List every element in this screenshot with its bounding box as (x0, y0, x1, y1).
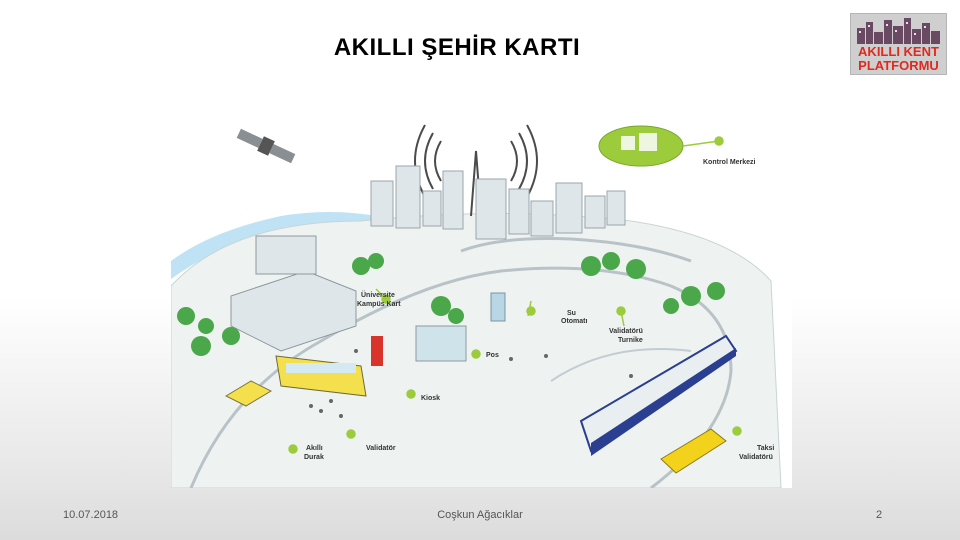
smart-stop-shelter (224, 380, 273, 407)
label-taksi-validatoru: Validatörü (739, 454, 773, 461)
label-turnike: Turnike (618, 337, 643, 344)
label-markers (288, 136, 742, 454)
footer-author: Coşkun Ağacıklar (437, 509, 523, 521)
city-skyline-icon (851, 14, 946, 74)
university-building (230, 235, 357, 352)
label-taksi: Taksi (757, 445, 774, 452)
slide-title: AKILLI ŞEHİR KARTI (333, 34, 581, 61)
label-universite: Üniversite (361, 290, 395, 299)
label-akilli: Akıllı (306, 445, 323, 452)
label-durak: Durak (304, 454, 324, 461)
footer-date: 10.07.2018 (63, 509, 119, 521)
taxi (660, 428, 727, 474)
water-machine (490, 292, 506, 322)
label-su-otomati: Otomatı (561, 318, 588, 325)
satellite-icon (236, 128, 296, 164)
page-number: 2 (876, 509, 883, 521)
kiosk-stand (371, 325, 467, 366)
pedestrians (309, 349, 633, 418)
label-kontrol-merkezi: Kontrol Merkezi (703, 159, 756, 166)
bus (275, 355, 367, 397)
label-pos: Pos (486, 352, 499, 359)
logo-text-line2: PLATFORMU (858, 58, 939, 73)
label-validator: Validatör (366, 445, 396, 452)
label-su: Su (567, 310, 576, 317)
control-center-icon (598, 125, 684, 167)
smart-city-illustration: Kontrol Merkezi Üniversite Kampüs Kart S… (171, 111, 792, 488)
label-validatoru: Validatörü (609, 328, 643, 335)
label-kampus-kart: Kampüs Kart (357, 301, 401, 308)
label-kiosk: Kiosk (421, 395, 440, 402)
tram (579, 334, 738, 456)
city-buildings (370, 165, 626, 240)
trees (177, 252, 725, 356)
logo-text-line1: AKILLI KENT (858, 44, 939, 59)
platform-logo: AKILLI KENT PLATFORMU (850, 13, 947, 75)
